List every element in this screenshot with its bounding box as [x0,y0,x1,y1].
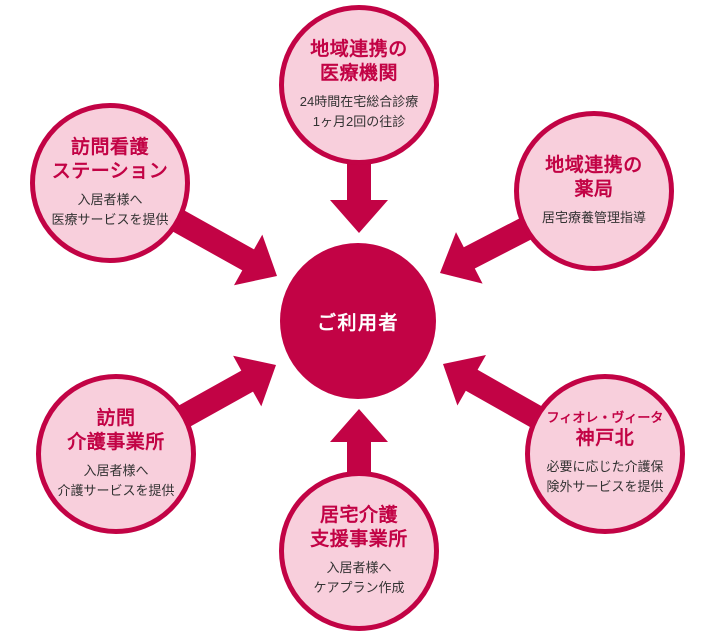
node-care-plan-office: 居宅介護 支援事業所 入居者様へ ケアプラン作成 [279,471,439,631]
arrow-care-plan-office-to-center [330,409,388,477]
node-title: 居宅介護 支援事業所 [310,504,408,553]
node-desc-line: 介護サービスを提供 [57,483,175,499]
node-visiting-nursing-station: 訪問看護 ステーション 入居者様へ 医療サービスを提供 [30,103,190,263]
node-title-line: 訪問看護 [70,136,149,158]
node-title-line: 薬局 [574,178,614,200]
node-desc-line: 24時間在宅総合診療 [299,94,419,110]
node-medical-institutions: 地域連携の 医療機関 24時間在宅総合診療 1ヶ月2回の往診 [279,5,439,165]
arrow-pharmacy-to-center [440,216,535,284]
node-title-line: 神戸北 [575,428,635,450]
node-description: 居宅療養管理指導 [542,208,646,228]
center-user-label: ご利用者 [316,312,399,334]
node-desc-line: ケアプラン作成 [313,580,405,596]
node-desc-line: 居宅療養管理指導 [541,210,646,226]
node-desc-line: 入居者様へ [83,463,149,479]
node-description: 24時間在宅総合診療 1ヶ月2回の往診 [300,92,418,132]
node-title: 地域連携の 薬局 [545,154,643,203]
node-title-line: 医療機関 [319,62,398,84]
node-description: 必要に応じた介護保 険外サービスを提供 [546,457,663,497]
node-title-line: 居宅介護 [319,504,398,526]
node-title-line: 地域連携の [545,154,643,176]
arrow-medical-institutions-to-center [330,159,388,233]
arrow-fiore-vita-kobe-kita-to-center [443,355,546,430]
node-desc-line: 入居者様へ [326,560,392,576]
node-title-line: 訪問 [96,407,136,429]
node-title: 地域連携の 医療機関 [310,38,408,87]
node-title: フィオレ・ヴィータ 神戸北 [547,410,664,451]
node-title: 訪問看護 ステーション [52,136,169,185]
node-title-line: 支援事業所 [310,528,408,550]
node-desc-line: 医療サービスを提供 [51,212,169,228]
node-desc-line: 険外サービスを提供 [546,479,664,495]
node-title-line: 地域連携の [310,38,408,60]
node-title-line: ステーション [51,160,169,182]
node-description: 入居者様へ 医療サービスを提供 [51,190,168,230]
node-desc-line: 入居者様へ [77,192,143,208]
node-desc-line: 必要に応じた介護保 [546,459,664,475]
node-description: 入居者様へ ケアプラン作成 [313,558,404,598]
arrow-visiting-nursing-station-to-center [169,208,277,286]
node-center-user: ご利用者 [280,243,436,399]
node-title-line: フィオレ・ヴィータ [546,410,664,426]
node-desc-line: 1ヶ月2回の往診 [312,114,406,130]
node-visiting-care-office: 訪問 介護事業所 入居者様へ 介護サービスを提供 [36,374,196,534]
node-fiore-vita-kobe-kita: フィオレ・ヴィータ 神戸北 必要に応じた介護保 険外サービスを提供 [525,374,685,534]
node-pharmacy: 地域連携の 薬局 居宅療養管理指導 [514,111,674,271]
node-title: 訪問 介護事業所 [67,407,165,456]
node-description: 入居者様へ 介護サービスを提供 [57,461,174,501]
node-title-line: 介護事業所 [67,431,165,453]
arrow-visiting-care-office-to-center [175,355,276,429]
